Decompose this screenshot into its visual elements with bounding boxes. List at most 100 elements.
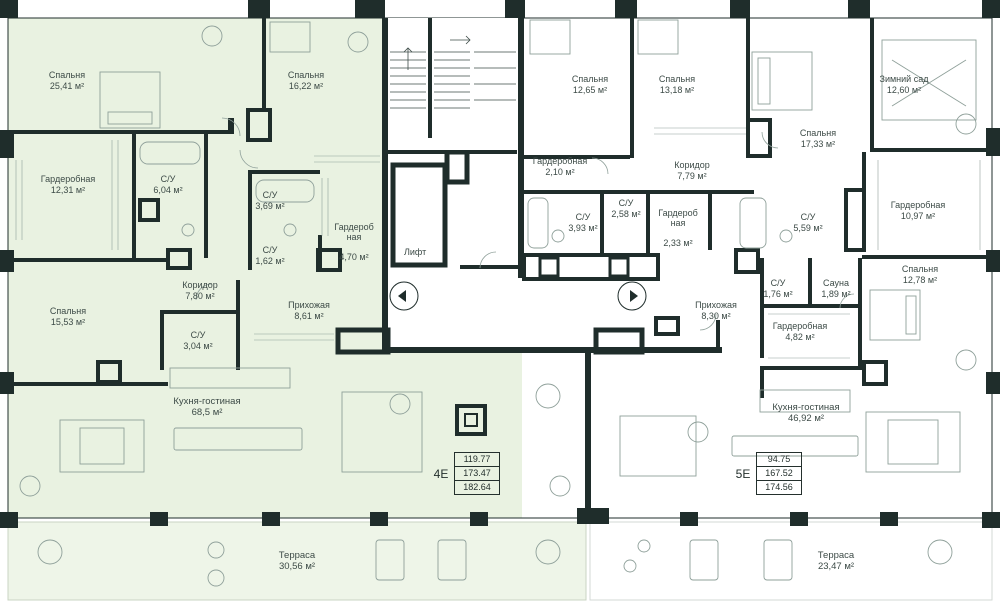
room-area: 7,79 м² <box>677 171 707 181</box>
apartment-4e-kitchen-area <box>8 352 586 518</box>
room-name: Зимний сад <box>879 74 929 84</box>
room-label-terrace-5e: Терраса 23,47 м² <box>818 550 854 572</box>
room-area: 12,78 м² <box>902 275 938 285</box>
room-label-wardrobe-10-97: Гардеробная 10,97 м² <box>891 200 945 222</box>
room-area: 13,18 м² <box>659 85 695 95</box>
room-area: 1,89 м² <box>821 289 851 299</box>
room-area: 6,04 м² <box>153 185 183 195</box>
area-value-with-terrace: 182.64 <box>463 482 491 492</box>
room-area: 3,69 м² <box>255 201 285 211</box>
room-label-sauna: Сауна 1,89 м² <box>821 278 850 300</box>
room-name: С/У <box>160 174 176 184</box>
apartment-code: 4E <box>433 466 449 481</box>
room-label-bath-2-58: С/У 2,58 м² <box>611 198 640 220</box>
room-area: 68,5 м² <box>191 407 223 418</box>
room-name: С/У <box>262 190 278 200</box>
room-label-wardrobe-2-33: Гардероб ная 2,33 м² <box>658 198 698 258</box>
room-area: 2,58 м² <box>611 209 641 219</box>
room-name: С/У <box>618 198 634 208</box>
room-label-wardrobe-2-10: Гардеробная 2,10 м² <box>533 156 587 178</box>
room-area: 2,33 м² <box>663 238 693 248</box>
room-name: С/У <box>190 330 206 340</box>
entrance-arrows <box>389 281 647 311</box>
wall-structure <box>0 0 1000 528</box>
room-area: 4,70 м² <box>339 252 369 262</box>
room-label-winter-garden: Зимний сад 12,60 м² <box>880 74 929 96</box>
lift-label: Лифт <box>404 247 427 257</box>
wardrobe-shelving <box>15 127 981 359</box>
room-label-kitchen-5e: Кухня-гостиная 46,92 м² <box>772 402 839 424</box>
door-swings <box>195 117 855 331</box>
room-area: 5,59 м² <box>793 223 823 233</box>
room-label-hall-5e: Прихожая 8,30 м² <box>695 300 737 322</box>
room-label-bath-3-04: С/У 3,04 м² <box>183 330 212 352</box>
room-label-wardrobe-12: Гардеробная 12,31 м² <box>41 174 95 196</box>
room-name: Гардеробная <box>40 174 96 184</box>
room-area: 8,30 м² <box>701 311 731 321</box>
room-area: 3,04 м² <box>183 341 213 351</box>
room-name: Кухня-гостиная <box>772 402 840 413</box>
apartment-area-values: 119.77 173.47 182.64 <box>454 452 500 495</box>
terrace-5e-area <box>589 521 993 601</box>
room-label-hall-4e: Прихожая 8,61 м² <box>288 300 330 322</box>
room-area: 1,76 м² <box>763 289 793 299</box>
room-name: Гардероб ная <box>658 208 698 228</box>
room-area: 8,61 м² <box>294 311 324 321</box>
room-label-corridor-4e: Коридор 7,80 м² <box>182 280 218 302</box>
room-label-bath-3-93: С/У 3,93 м² <box>568 212 597 234</box>
room-area: 4,82 м² <box>785 332 815 342</box>
area-value-living: 119.77 <box>455 453 499 467</box>
room-name: Гардероб ная <box>334 222 374 242</box>
room-label-bedroom-15: Спальня 15,53 м² <box>50 306 86 328</box>
room-name: Коридор <box>182 280 218 290</box>
room-area: 46,92 м² <box>787 413 825 424</box>
room-label-bedroom-13-18: Спальня 13,18 м² <box>659 74 695 96</box>
room-area: 16,22 м² <box>288 81 324 91</box>
room-label-bedroom-17-33: Спальня 17,33 м² <box>800 128 836 150</box>
room-name: Спальня <box>799 128 837 138</box>
room-name: Прихожая <box>288 300 330 310</box>
room-name: Спальня <box>571 74 609 84</box>
shaft-icon <box>455 404 487 436</box>
room-name: Коридор <box>674 160 710 170</box>
apartment-badge-4e: 4E 119.77 173.47 182.64 <box>428 452 500 495</box>
room-label-bedroom-16: Спальня 16,22 м² <box>288 70 324 92</box>
room-name: Терраса <box>817 550 855 561</box>
apartment-area-values: 94.75 167.52 174.56 <box>756 452 802 495</box>
room-label-kitchen-4e: Кухня-гостиная 68,5 м² <box>173 396 240 418</box>
room-area: 30,56 м² <box>278 561 316 572</box>
room-area: 12,60 м² <box>886 85 922 95</box>
room-name: С/У <box>770 278 786 288</box>
room-label-bath-1-76: С/У 1,76 м² <box>763 278 792 300</box>
room-label-bedroom-12-65: Спальня 12,65 м² <box>572 74 608 96</box>
room-name: Терраса <box>278 550 316 561</box>
room-name: Спальня <box>49 306 87 316</box>
room-label-bedroom-25: Спальня 25,41 м² <box>49 70 85 92</box>
room-name: С/У <box>800 212 816 222</box>
room-name: Гардеробная <box>532 156 588 166</box>
stairs-icon <box>390 35 516 109</box>
room-name: Спальня <box>48 70 86 80</box>
room-area: 25,41 м² <box>49 81 85 91</box>
room-name: Спальня <box>901 264 939 274</box>
room-name: С/У <box>262 245 278 255</box>
area-value-living: 94.75 <box>757 453 801 467</box>
room-area: 15,53 м² <box>50 317 86 327</box>
room-name: Сауна <box>823 278 849 288</box>
room-area: 12,65 м² <box>572 85 608 95</box>
room-name: Спальня <box>658 74 696 84</box>
room-area: 1,62 м² <box>255 256 285 266</box>
room-area: 3,93 м² <box>568 223 598 233</box>
room-area: 10,97 м² <box>900 211 936 221</box>
apartment-badge-5e: 5E 94.75 167.52 174.56 <box>730 452 802 495</box>
room-area: 17,33 м² <box>800 139 836 149</box>
room-area: 23,47 м² <box>817 561 855 572</box>
room-name: Спальня <box>287 70 325 80</box>
room-label-wardrobe-4-70: Гардероб ная 4,70 м² <box>334 212 374 272</box>
room-label-corridor-5e: Коридор 7,79 м² <box>674 160 710 182</box>
room-label-terrace-4e: Терраса 30,56 м² <box>279 550 315 572</box>
room-label-wardrobe-4-82: Гардеробная 4,82 м² <box>773 321 827 343</box>
room-label-bath-6: С/У 6,04 м² <box>153 174 182 196</box>
